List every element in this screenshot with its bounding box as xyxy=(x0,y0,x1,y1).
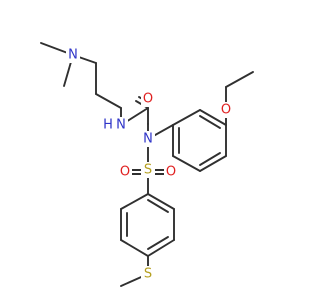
bond-ethyl xyxy=(225,71,254,88)
atom-label-n-sulfonamide: N xyxy=(143,132,153,147)
ring1-bond-4 xyxy=(199,155,227,172)
ring2-double-2 xyxy=(147,236,169,250)
atom-label-s-thioether: S xyxy=(144,267,152,282)
atom-label-s-sulfonyl: S xyxy=(144,163,152,178)
ring1-double-2 xyxy=(199,152,221,166)
atom-label-n-amide: N xyxy=(116,118,126,133)
ring1-bond-2 xyxy=(199,109,227,126)
ring2-bond-1 xyxy=(120,193,149,210)
atom-label-o-sulfonyl-left: O xyxy=(120,165,130,180)
structural-formula: N N H O N O S O O S xyxy=(40,42,254,287)
ring1-double-1 xyxy=(199,115,221,129)
atom-label-o-ether: O xyxy=(221,103,231,118)
atom-label-h-amide: H xyxy=(103,118,113,133)
atom-label-n-dimethyl: N xyxy=(68,48,78,63)
atom-label-o-carbonyl: O xyxy=(143,92,153,107)
ring2-bond-4 xyxy=(147,239,175,257)
atom-labels: N N H O N O S O O S xyxy=(66,47,233,282)
ring1-bond-1 xyxy=(172,109,201,126)
ring2-bond-6 xyxy=(147,193,175,210)
ring2-double-3 xyxy=(147,199,169,213)
bond-propyl-2 xyxy=(95,93,122,109)
atom-label-o-sulfonyl-right: O xyxy=(166,165,176,180)
ring1-bond-5 xyxy=(172,155,201,172)
ring2-bond-3 xyxy=(120,239,149,257)
